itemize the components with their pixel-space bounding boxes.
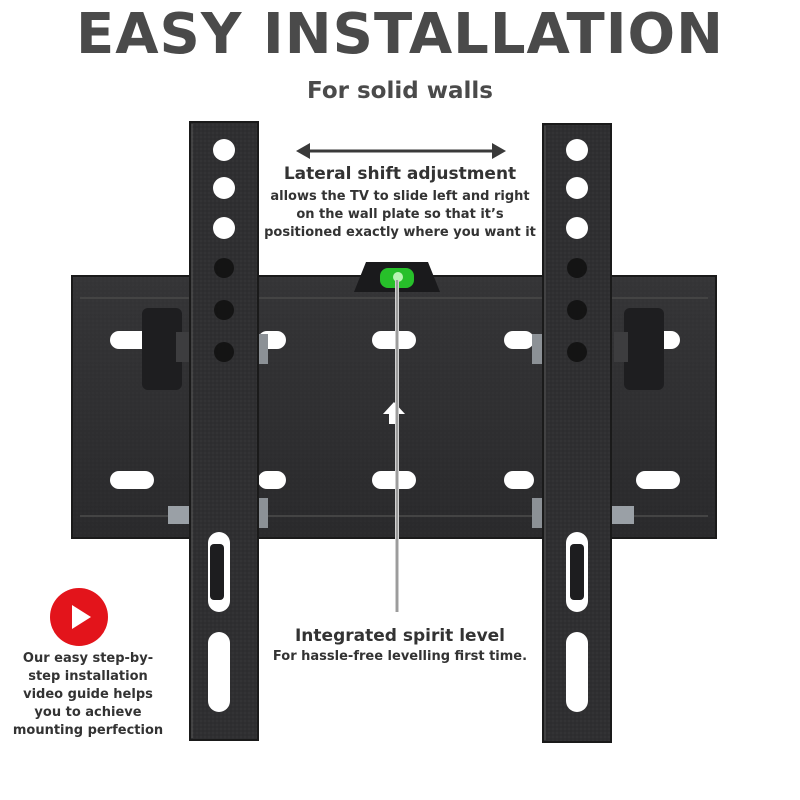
spirit-level-callout: Integrated spirit level For hassle-free … bbox=[240, 626, 560, 666]
lateral-shift-text-3: positioned exactly where you want it bbox=[264, 225, 536, 240]
video-guide-line-3: video guide helps bbox=[23, 687, 153, 702]
lateral-arrow bbox=[296, 143, 506, 159]
tilt-knob-left bbox=[142, 308, 190, 390]
play-icon[interactable] bbox=[50, 588, 108, 646]
video-guide-text: Our easy step-by- step installation vide… bbox=[4, 650, 172, 740]
lateral-shift-text-2: on the wall plate so that it’s bbox=[296, 207, 504, 222]
lateral-shift-callout: Lateral shift adjustment allows the TV t… bbox=[250, 164, 550, 242]
vertical-arm-left bbox=[189, 121, 259, 741]
page-title: EASY INSTALLATION bbox=[75, 2, 725, 67]
video-guide-line-2: step installation bbox=[28, 669, 148, 684]
bolts bbox=[168, 334, 634, 528]
page-subtitle: For solid walls bbox=[307, 78, 493, 104]
spirit-level-text: For hassle-free levelling first time. bbox=[272, 649, 528, 664]
video-guide-line-4: you to achieve bbox=[34, 705, 142, 720]
vertical-arm-right bbox=[542, 123, 612, 743]
tilt-knob-right bbox=[614, 308, 664, 390]
spirit-level-heading: Integrated spirit level bbox=[294, 626, 506, 646]
video-guide-line-5: mounting perfection bbox=[12, 723, 164, 738]
video-guide-line-1: Our easy step-by- bbox=[22, 651, 154, 666]
spirit-level bbox=[354, 262, 440, 612]
lateral-shift-text-1: allows the TV to slide left and right bbox=[270, 189, 530, 204]
lateral-shift-heading: Lateral shift adjustment bbox=[283, 164, 517, 184]
